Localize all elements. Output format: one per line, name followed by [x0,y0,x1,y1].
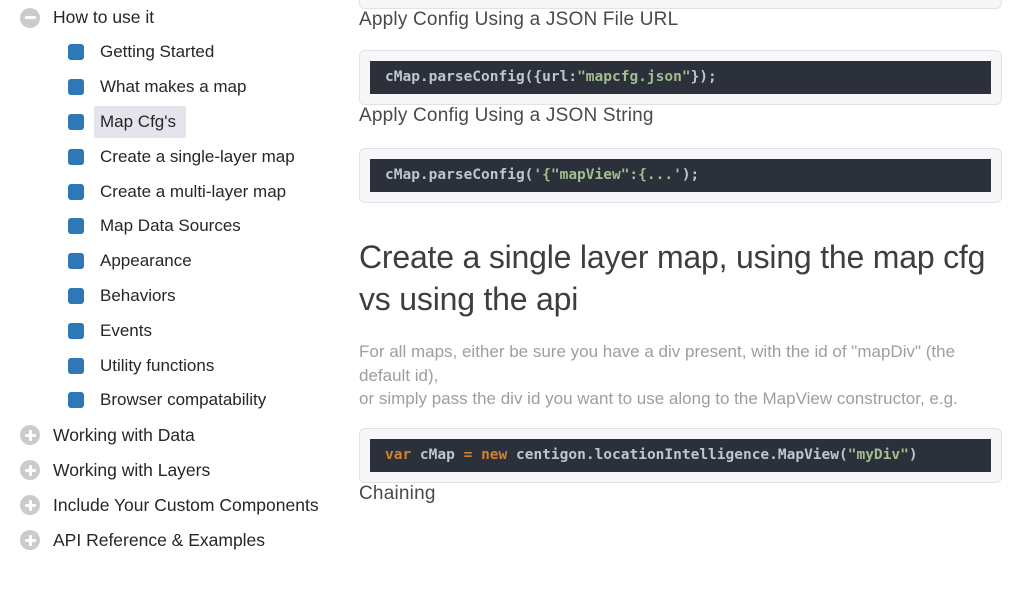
code-token-keyword: new [481,446,508,463]
blue-square-bullet-icon [68,287,84,304]
sidebar-section-label[interactable]: Include Your Custom Components [53,494,319,515]
intro-paragraph-line2: or simply pass the div id you want to us… [359,389,958,408]
blue-square-bullet-icon [68,357,84,374]
plus-circle-icon[interactable] [20,495,40,516]
sidebar-item-label[interactable]: Utility functions [100,355,215,375]
code-token-plain: ); [681,167,700,183]
code-token-plain: centigon.locationIntelligence.MapView( [507,446,848,463]
sidebar-item-label[interactable]: Getting Started [100,42,215,62]
sidebar-item-label[interactable]: What makes a map [100,77,247,97]
code-token-plain: cMap.parseConfig({url: [385,69,578,85]
sidebar-item-label[interactable]: Create a multi-layer map [100,181,287,201]
sidebar-item-label[interactable]: Appearance [100,251,192,271]
sidebar-item-behaviors[interactable]: Behaviors [0,279,345,314]
sidebar-section-how-to-use-it[interactable]: How to use it [0,0,345,35]
blue-square-bullet-icon [68,392,84,409]
code-panel: cMap.parseConfig({url:"mapcfg.json"}); [359,50,1002,105]
sidebar-item-map-data-sources[interactable]: Map Data Sources [0,209,345,244]
sidebar-item-label[interactable]: Behaviors [100,285,176,305]
code-parse-config-url: cMap.parseConfig({url:"mapcfg.json"}); [370,61,991,94]
sidebar-item-map-cfg-s[interactable]: Map Cfg's [0,105,345,140]
sidebar-item-utility-functions[interactable]: Utility functions [0,348,345,383]
blue-square-bullet-icon [68,322,84,339]
sidebar-item-label[interactable]: Map Cfg's [94,105,186,138]
code-token-string: "mapcfg.json" [577,69,691,85]
plus-circle-icon[interactable] [20,460,40,481]
blue-square-bullet-icon [68,253,84,270]
code-panel: var cMap = new centigon.locationIntellig… [359,427,1002,483]
section-heading-json-file-url: Apply Config Using a JSON File URL [359,9,679,30]
sidebar-section-label[interactable]: API Reference & Examples [53,529,266,550]
plus-circle-icon[interactable] [20,530,40,551]
sidebar-item-label[interactable]: Create a single-layer map [100,146,295,166]
intro-paragraph: For all maps, either be sure you have a … [359,340,1002,411]
blue-square-bullet-icon [68,44,84,61]
sidebar-item-create-a-multi-layer-map[interactable]: Create a multi-layer map [0,174,345,209]
section-heading-json-string: Apply Config Using a JSON String [359,105,654,126]
code-token-plain: ) [908,446,918,463]
page-title: Create a single layer map, using the map… [359,239,986,317]
section-heading-chaining: Chaining [359,482,436,504]
sidebar-item-what-makes-a-map[interactable]: What makes a map [0,70,345,105]
blue-square-bullet-icon [68,183,84,200]
sidebar-item-label[interactable]: Browser compatability [100,390,267,410]
code-token-plain: }); [690,69,717,85]
sidebar-section-api-reference-examples[interactable]: API Reference & Examples [0,523,345,558]
code-token-string: '{"mapView":{...' [533,167,682,183]
sidebar-section-label[interactable]: Working with Layers [53,459,211,480]
sidebar-section-include-your-custom-components[interactable]: Include Your Custom Components [0,488,345,523]
code-token-string: "myDiv" [847,446,909,463]
code-parse-config-string: cMap.parseConfig('{"mapView":{...'); [370,159,991,192]
code-panel: cMap.parseConfig('{"mapView":{...'); [359,148,1002,203]
sidebar-item-label[interactable]: Events [100,320,152,340]
doc-content: Apply Config Using a JSON File URL cMap.… [359,0,1002,505]
clipped-code-panel [359,0,1002,9]
blue-square-bullet-icon [68,113,84,130]
sidebar-item-create-a-single-layer-map[interactable]: Create a single-layer map [0,139,345,174]
code-token-plain: cMap [411,446,464,463]
sidebar-section-working-with-layers[interactable]: Working with Layers [0,453,345,488]
sidebar-section-label[interactable]: How to use it [53,7,155,27]
plus-circle-icon[interactable] [20,425,40,446]
sidebar-section-working-with-data[interactable]: Working with Data [0,418,345,453]
blue-square-bullet-icon [68,148,84,165]
minus-circle-icon[interactable] [20,7,40,28]
sidebar-item-appearance[interactable]: Appearance [0,244,345,279]
sidebar-item-events[interactable]: Events [0,313,345,348]
code-token-plain: cMap.parseConfig( [385,167,534,183]
sidebar-item-browser-compatability[interactable]: Browser compatability [0,383,345,418]
intro-paragraph-line1: For all maps, either be sure you have a … [359,342,956,385]
blue-square-bullet-icon [68,79,84,96]
code-token-plain [472,447,481,463]
sidebar-item-label[interactable]: Map Data Sources [100,216,241,236]
code-mapview-constructor: var cMap = new centigon.locationIntellig… [370,438,991,472]
sidebar-item-getting-started[interactable]: Getting Started [0,35,345,70]
code-token-keyword: = [463,446,473,463]
blue-square-bullet-icon [68,218,84,235]
sidebar-section-label[interactable]: Working with Data [53,424,195,445]
code-token-keyword: var [385,446,412,463]
